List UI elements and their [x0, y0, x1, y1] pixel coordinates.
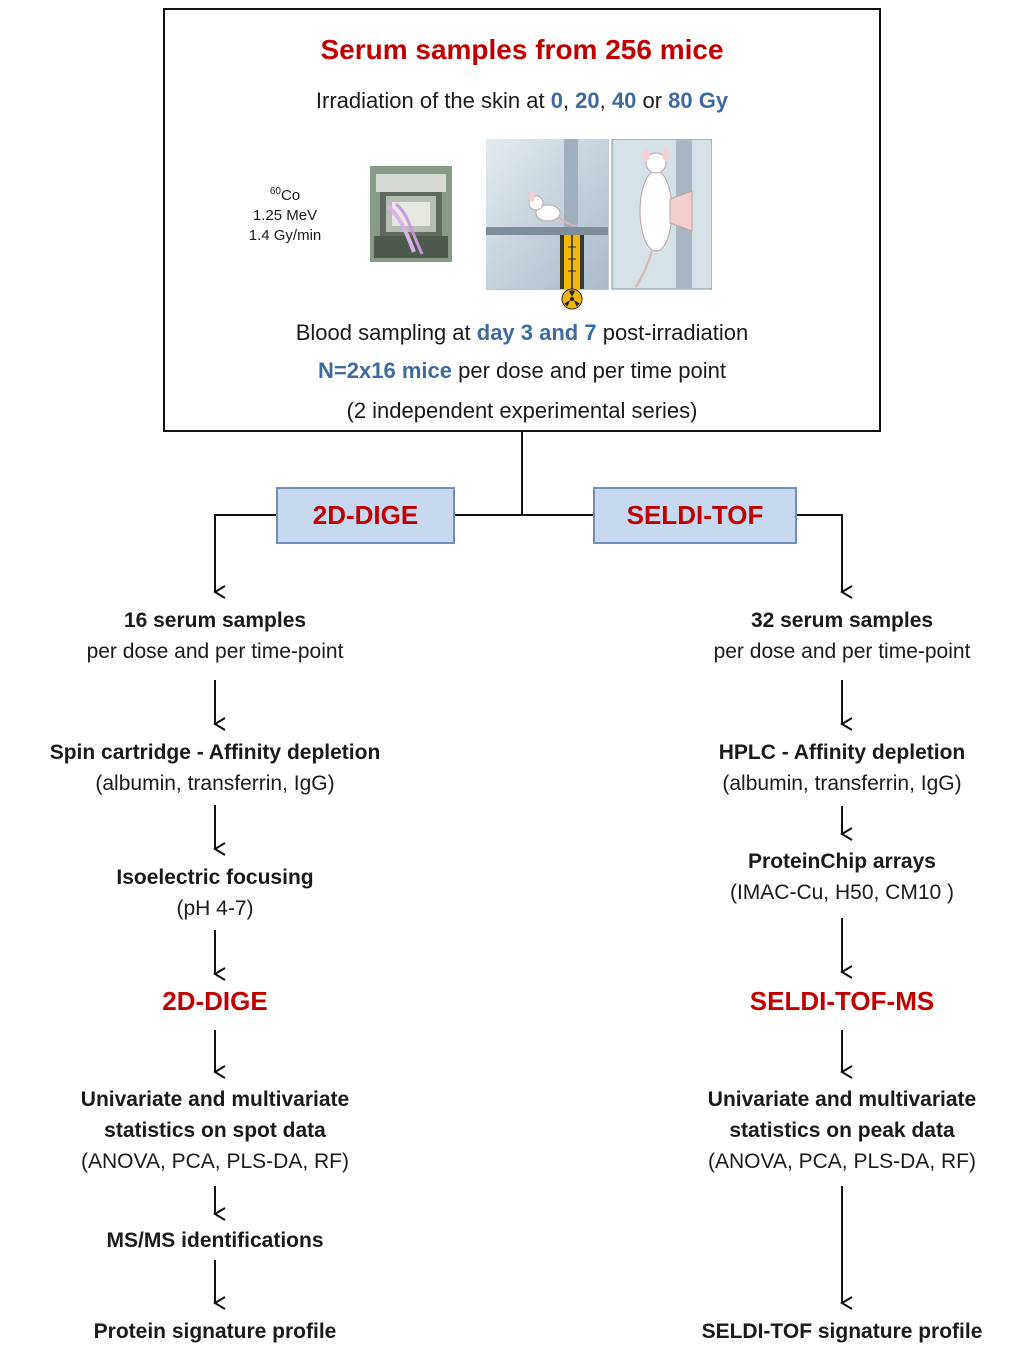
right-stats-line1: Univariate and multivariate — [707, 1088, 977, 1111]
radiation-trefoil-icon — [561, 288, 583, 310]
left-ief-title: Isoelectric focusing — [116, 866, 314, 889]
dose-rate: 1.4 Gy/min — [248, 227, 322, 244]
dose-sep-3: or — [636, 88, 669, 113]
right-branch-connector — [797, 514, 853, 599]
right-step-depletion: HPLC - Affinity depletion (albumin, tran… — [642, 737, 1024, 799]
left-step-signature: Protein signature profile — [15, 1316, 415, 1347]
right-step-samples: 32 serum samples per dose and per time-p… — [642, 605, 1024, 667]
left-step-ief: Isoelectric focusing (pH 4-7) — [15, 862, 415, 924]
dose-80: 80 Gy — [668, 88, 729, 113]
dose-sep-2: , — [599, 88, 612, 113]
right-signature-title: SELDI-TOF signature profile — [701, 1320, 983, 1343]
experiment-summary-box — [163, 8, 881, 432]
irradiation-line: Irradiation of the skin at 0, 20, 40 or … — [163, 88, 881, 114]
left-stats-line2: statistics on spot data — [104, 1119, 326, 1142]
sampling-prefix: Blood sampling at — [295, 320, 477, 345]
left-stats-line1: Univariate and multivariate — [80, 1088, 350, 1111]
right-proteinchip-subtitle: (IMAC-Cu, H50, CM10 ) — [729, 881, 955, 904]
dose-0: 0 — [550, 88, 563, 113]
left-step-statistics: Univariate and multivariate statistics o… — [15, 1084, 415, 1177]
sampling-suffix: post-irradiation — [596, 320, 749, 345]
left-step-msms: MS/MS identifications — [15, 1225, 415, 1256]
left-msms-title: MS/MS identifications — [106, 1229, 324, 1252]
left-signature-title: Protein signature profile — [93, 1320, 337, 1343]
left-step-depletion: Spin cartridge - Affinity depletion (alb… — [15, 737, 415, 799]
left-samples-title: 16 serum samples — [123, 609, 307, 632]
mice-count-suffix: per dose and per time point — [451, 358, 726, 383]
left-step-2d-dige: 2D-DIGE — [15, 986, 415, 1017]
isotope-mass: 60 — [269, 186, 281, 197]
dose-40: 40 — [611, 88, 637, 113]
right-step-signature: SELDI-TOF signature profile — [642, 1316, 1024, 1347]
series-note: (2 independent experimental series) — [346, 398, 698, 423]
left-step-samples: 16 serum samples per dose and per time-p… — [15, 605, 415, 667]
dose-sep-1: , — [562, 88, 576, 113]
mouse-irradiation-setup-illustration — [486, 139, 712, 310]
mice-count: N=2x16 mice — [318, 358, 452, 383]
method-box-seldi-tof: SELDI-TOF — [593, 487, 797, 544]
source-energy: 1.25 MeV — [252, 207, 318, 224]
right-samples-subtitle: per dose and per time-point — [713, 640, 971, 663]
sampling-days: day 3 and 7 — [476, 320, 597, 345]
left-samples-subtitle: per dose and per time-point — [86, 640, 344, 663]
right-step-seldi-tof-ms: SELDI-TOF-MS — [642, 986, 1024, 1017]
cobalt-irradiator-photo — [370, 166, 452, 262]
right-stats-subtitle: (ANOVA, PCA, PLS-DA, RF) — [708, 1150, 976, 1173]
right-stats-line2: statistics on peak data — [729, 1119, 955, 1142]
summary-title: Serum samples from 256 mice — [320, 34, 724, 65]
dose-20: 20 — [575, 88, 600, 113]
left-2d-dige-title: 2D-DIGE — [162, 986, 268, 1016]
isotope-label: 60Co — [230, 182, 340, 206]
left-stats-subtitle: (ANOVA, PCA, PLS-DA, RF) — [81, 1150, 349, 1173]
sampling-line: Blood sampling at day 3 and 7 post-irrad… — [163, 320, 881, 346]
right-step-proteinchip: ProteinChip arrays (IMAC-Cu, H50, CM10 ) — [642, 846, 1024, 908]
source-parameters: 60Co 1.25 MeV 1.4 Gy/min — [230, 182, 340, 246]
left-branch-connector — [213, 514, 276, 599]
right-samples-title: 32 serum samples — [750, 609, 934, 632]
irradiation-prefix: Irradiation of the skin at — [315, 88, 551, 113]
right-seldi-tof-ms-title: SELDI-TOF-MS — [749, 986, 935, 1016]
right-depletion-title: HPLC - Affinity depletion — [718, 741, 966, 764]
left-depletion-subtitle: (albumin, transferrin, IgG) — [95, 772, 335, 795]
right-proteinchip-title: ProteinChip arrays — [748, 850, 936, 873]
left-ief-subtitle: (pH 4-7) — [176, 897, 254, 920]
method-box-2d-dige: 2D-DIGE — [276, 487, 455, 544]
isotope-symbol: Co — [280, 187, 301, 204]
right-depletion-subtitle: (albumin, transferrin, IgG) — [722, 772, 962, 795]
left-depletion-title: Spin cartridge - Affinity depletion — [49, 741, 381, 764]
mice-count-line: N=2x16 mice per dose and per time point — [163, 358, 881, 384]
right-step-statistics: Univariate and multivariate statistics o… — [642, 1084, 1024, 1177]
